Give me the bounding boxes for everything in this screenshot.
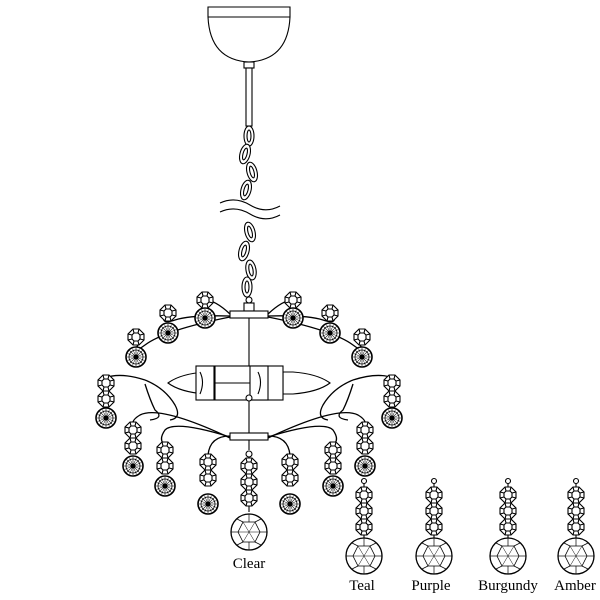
label-teal: Teal — [349, 578, 375, 594]
label-amber: Amber — [554, 578, 596, 594]
top-hub — [229, 310, 269, 319]
center-pendant — [230, 440, 268, 551]
label-burgundy: Burgundy — [478, 578, 538, 594]
pendant-purple-icon — [416, 479, 452, 575]
pendant-burgundy-icon — [490, 479, 526, 575]
pendant-teal-icon — [346, 479, 382, 575]
label-purple: Purple — [411, 578, 451, 594]
ceiling-canopy — [207, 6, 291, 63]
candle-bulbs — [167, 365, 331, 402]
down-rod — [243, 61, 255, 69]
chain-break-symbol — [219, 199, 281, 220]
chain-lower — [236, 220, 259, 298]
chain-upper — [237, 125, 260, 202]
chandelier-icon — [95, 6, 403, 551]
label-clear: Clear — [232, 556, 266, 572]
bottom-hub — [229, 432, 269, 441]
pendant-amber-icon — [558, 479, 594, 575]
side-arches — [104, 374, 394, 421]
